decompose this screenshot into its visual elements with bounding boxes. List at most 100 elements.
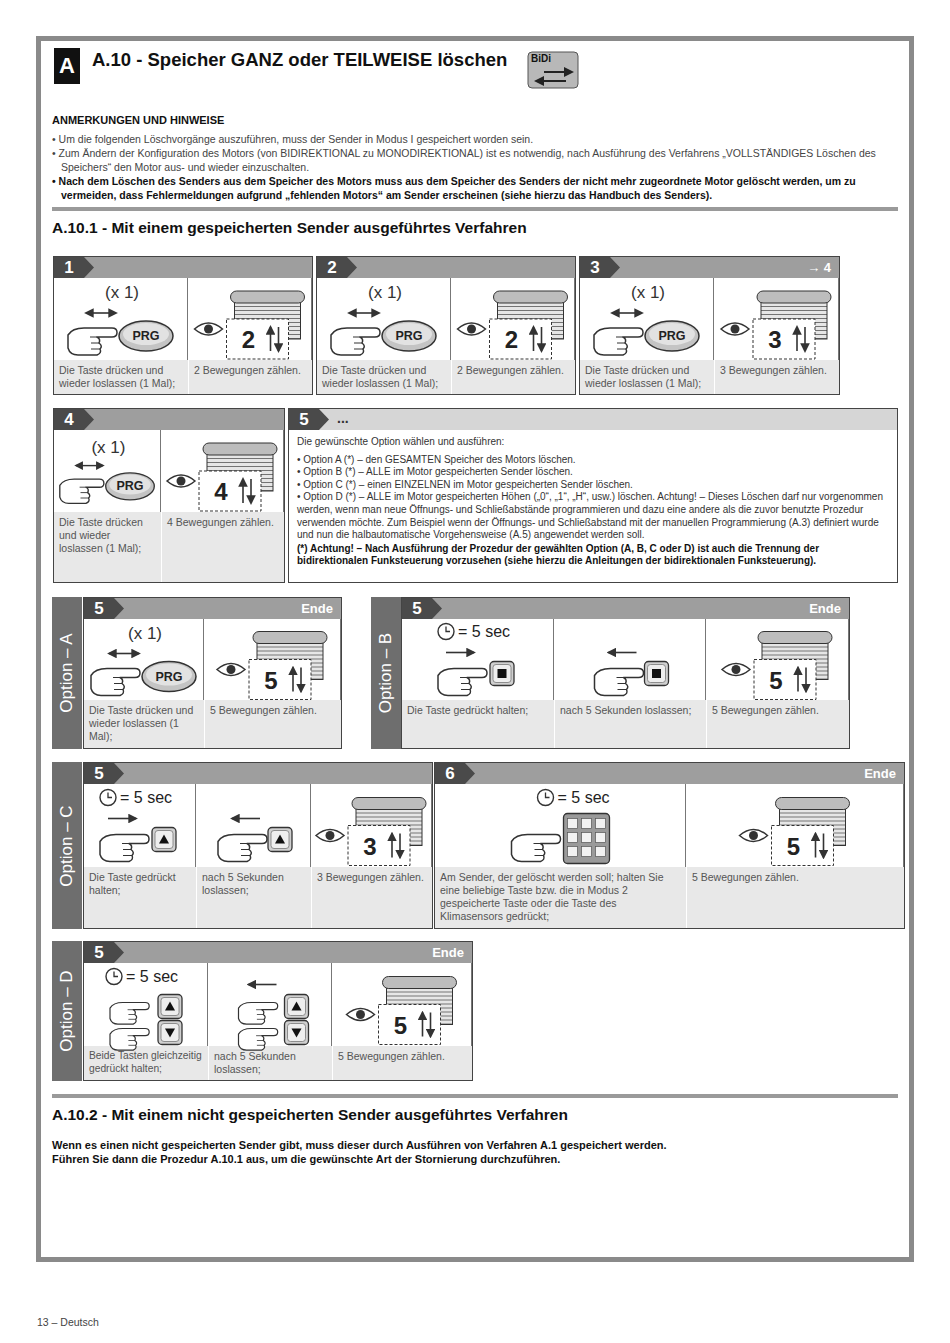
clock-icon bbox=[538, 790, 554, 806]
hand-icon bbox=[110, 1003, 149, 1025]
shutter-roll bbox=[776, 798, 850, 810]
option-text: • Option C (*) – einen EINZELNEN im Moto… bbox=[297, 479, 889, 492]
circle-part bbox=[177, 477, 186, 486]
option-label: Option – C bbox=[57, 805, 77, 886]
remote-button bbox=[158, 1021, 182, 1045]
path-part bbox=[616, 337, 626, 349]
circle-part bbox=[731, 325, 740, 334]
rect-part bbox=[596, 819, 606, 829]
step-caption: 5 Bewegungen zählen. bbox=[210, 704, 336, 717]
instruction-cell: nach 5 Sekunden loslassen; bbox=[197, 784, 311, 928]
hold-duration: = 5 sec bbox=[120, 789, 172, 807]
step-caption: Die Taste drücken und wieder loslassen (… bbox=[59, 516, 156, 555]
g-part bbox=[91, 654, 196, 696]
path-part bbox=[108, 793, 112, 798]
step-caption: Die Taste drücken und wieder loslassen (… bbox=[322, 364, 446, 390]
motion-arrow bbox=[823, 834, 825, 858]
cell-illustration bbox=[162, 430, 284, 582]
prg-button bbox=[106, 473, 155, 500]
remote-button bbox=[285, 995, 309, 1019]
hand-icon bbox=[60, 479, 104, 503]
g-part bbox=[594, 313, 699, 355]
instruction-cell: 55 Bewegungen zählen. bbox=[205, 619, 341, 748]
caption-ground bbox=[707, 700, 849, 748]
notes-block: • Um die folgenden Löschvorgänge auszufü… bbox=[52, 132, 898, 202]
motion-arrow bbox=[804, 327, 806, 351]
eye-icon bbox=[167, 475, 195, 487]
caption-ground bbox=[687, 867, 904, 928]
motion-arrow bbox=[796, 327, 798, 351]
motion-arrow bbox=[76, 465, 103, 466]
circle-part bbox=[467, 325, 476, 334]
g-part bbox=[106, 969, 182, 1051]
remote-button bbox=[152, 828, 176, 852]
button-label: PRG bbox=[132, 329, 159, 343]
path-part bbox=[594, 328, 643, 355]
motion-arrow bbox=[108, 818, 136, 820]
motion-arrow bbox=[805, 668, 807, 692]
ellipse-part bbox=[649, 323, 695, 345]
rect-part bbox=[288, 1024, 306, 1042]
option-panel: Option – C5= 5 secDie Taste gedrückt hal… bbox=[52, 762, 905, 929]
step-end: Ende bbox=[864, 763, 896, 784]
path-part bbox=[292, 1029, 302, 1038]
path-part bbox=[165, 1029, 175, 1038]
button-label: PRG bbox=[395, 329, 422, 343]
movement-count: 5 bbox=[785, 833, 802, 861]
step-caption: Die Taste drücken und wieder loslassen (… bbox=[59, 364, 183, 390]
path-part bbox=[292, 1002, 302, 1011]
step-number: 5 bbox=[84, 598, 114, 619]
hand-icon bbox=[239, 1003, 278, 1025]
caption-ground bbox=[715, 360, 839, 394]
step-arrow bbox=[84, 598, 124, 619]
eye-icon bbox=[740, 830, 768, 842]
step-panel: 5Ende= 5 secDie Taste gedrückt halten;na… bbox=[401, 597, 850, 749]
remote-button bbox=[645, 662, 669, 686]
press-count: (x 1) bbox=[368, 283, 402, 303]
transmitter-keypad bbox=[564, 814, 610, 864]
hand-icon bbox=[100, 835, 149, 862]
option-label: Option – B bbox=[376, 633, 396, 713]
caption-ground bbox=[84, 867, 196, 928]
motion-arrow bbox=[300, 668, 302, 692]
path-part bbox=[91, 669, 140, 696]
instruction-cell: 22 Bewegungen zählen. bbox=[189, 278, 312, 394]
motion-arrow bbox=[399, 834, 401, 858]
path-part bbox=[122, 844, 132, 856]
step-end: → 4 bbox=[807, 257, 831, 278]
step-end: Ende bbox=[432, 942, 464, 963]
cell-illustration bbox=[209, 963, 332, 1080]
path-part bbox=[239, 1003, 278, 1025]
g-part bbox=[722, 632, 832, 700]
press-count: (x 1) bbox=[631, 283, 665, 303]
g-part bbox=[195, 291, 305, 359]
step-caption: Die Taste drücken und wieder loslassen (… bbox=[585, 364, 709, 390]
step-header-band bbox=[54, 257, 312, 278]
g-part bbox=[239, 985, 309, 1051]
circle-part bbox=[204, 325, 213, 334]
eye-icon bbox=[316, 830, 344, 842]
path-part bbox=[68, 328, 117, 355]
eye-icon bbox=[195, 323, 223, 335]
path-part bbox=[113, 678, 123, 690]
step-caption: 2 Bewegungen zählen. bbox=[194, 364, 307, 377]
motion-arrow bbox=[270, 327, 272, 351]
count-box bbox=[753, 319, 815, 359]
eye-icon bbox=[458, 323, 486, 335]
hand-icon bbox=[512, 835, 561, 862]
hand-icon bbox=[595, 669, 644, 696]
press-count: (x 1) bbox=[128, 624, 162, 644]
caption-ground bbox=[452, 360, 575, 394]
path-part bbox=[275, 835, 285, 844]
path-part bbox=[110, 1029, 149, 1051]
step-arrow bbox=[435, 763, 475, 784]
g-part bbox=[721, 291, 831, 359]
frame-border bbox=[39, 39, 912, 1260]
circle-part bbox=[732, 665, 741, 674]
instruction-cell: nach 5 Sekunden loslassen; bbox=[209, 963, 332, 1080]
path-part bbox=[595, 669, 644, 696]
separator bbox=[52, 207, 898, 211]
rect-part bbox=[289, 409, 897, 430]
caption-ground bbox=[312, 867, 432, 928]
option-text: Die gewünschte Option wählen und ausführ… bbox=[297, 436, 889, 449]
